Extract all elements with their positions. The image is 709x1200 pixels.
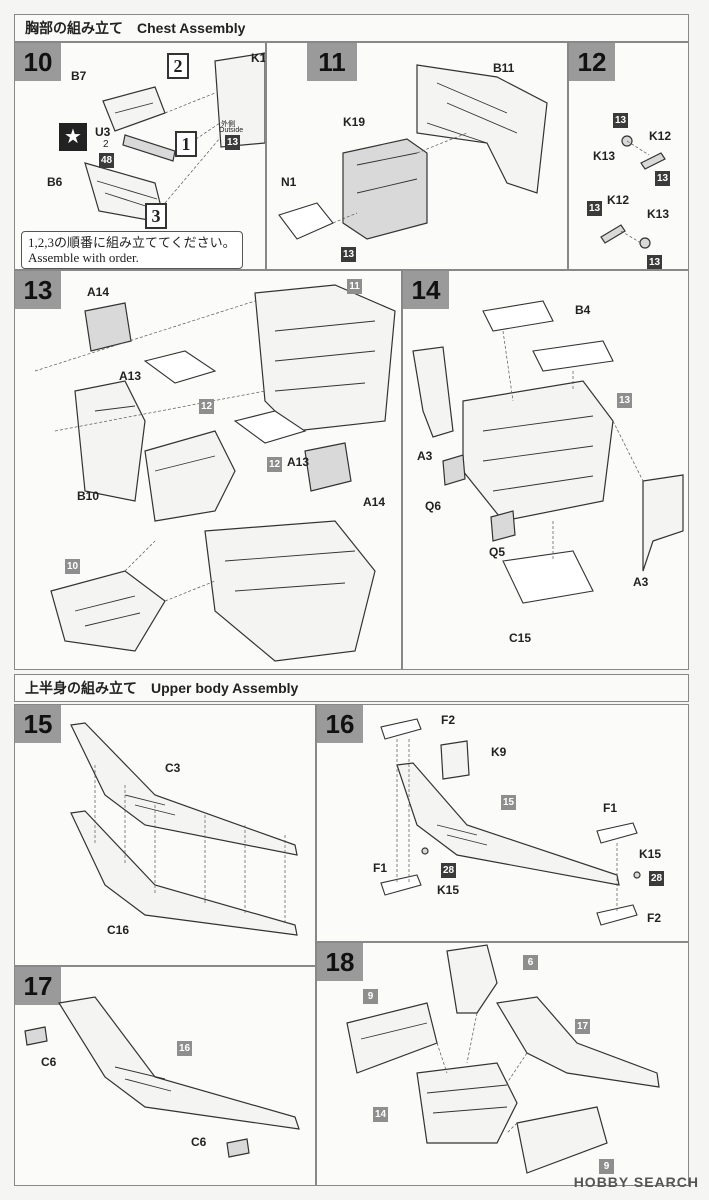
step-17-diagram	[24, 996, 300, 1158]
step-12-diagram	[600, 135, 666, 249]
step-number: 17	[15, 967, 61, 1005]
ref-15: 15	[501, 795, 516, 810]
ref-9: 9	[363, 989, 378, 1004]
part-label: A13	[119, 369, 142, 383]
part-label: K15	[437, 883, 460, 897]
ref-6: 6	[523, 955, 538, 970]
ref-11: 11	[347, 279, 362, 294]
part-label: F2	[441, 713, 456, 727]
assembly-note: 1,2,3の順番に組み立ててください。 Assemble with order.	[21, 231, 243, 269]
part-label: Q5	[489, 545, 506, 559]
ref-14: 14	[373, 1107, 388, 1122]
step-number: 16	[317, 705, 363, 743]
part-label: K12	[607, 193, 630, 207]
step-15-panel: 15 C3 C16	[14, 704, 316, 966]
part-label: Q6	[425, 499, 442, 513]
step-17-panel: 17 C6 16 C6	[14, 966, 316, 1186]
note-jp: 1,2,3の順番に組み立ててください。	[28, 235, 236, 250]
ref-9: 9	[599, 1159, 614, 1174]
part-label: K9	[491, 745, 507, 759]
paint-ref: 48	[99, 153, 114, 168]
part-label: F1	[373, 861, 388, 875]
step-number: 14	[403, 271, 449, 309]
step-number: 10	[15, 43, 61, 81]
section-header-upper: 上半身の組み立て Upper body Assembly	[14, 674, 689, 702]
ref-12: 12	[199, 399, 214, 414]
ref-13: 13	[655, 171, 670, 186]
step-16-diagram	[380, 718, 641, 926]
part-label: K19	[343, 115, 366, 129]
step-number: 11	[307, 43, 357, 81]
part-label: F1	[603, 801, 618, 815]
part-label: C6	[41, 1055, 57, 1069]
ref-16: 16	[177, 1041, 192, 1056]
part-label: A3	[417, 449, 433, 463]
step-18-diagram	[346, 944, 660, 1174]
part-label: C15	[509, 631, 532, 645]
part-label: K13	[593, 149, 616, 163]
part-label: C6	[191, 1135, 207, 1149]
ref-13: 13	[341, 247, 356, 262]
ref-13: 13	[647, 255, 662, 269]
part-label: A3	[633, 575, 649, 589]
step-14-diagram	[412, 300, 684, 604]
ref-12: 12	[267, 457, 282, 472]
step-number: 13	[15, 271, 61, 309]
part-label: B10	[77, 489, 100, 503]
step-number: 15	[15, 705, 61, 743]
step-13-diagram	[34, 284, 396, 662]
ref-13: 13	[613, 113, 628, 128]
step-11-diagram	[278, 64, 548, 240]
circled-number: 2	[103, 139, 109, 150]
step-11-panel: 11 B11 K19 N1 13	[266, 42, 568, 270]
part-label: A14	[363, 495, 386, 509]
ref-10: 10	[65, 559, 80, 574]
ref-13: 13	[225, 135, 240, 150]
step-13-panel: 13 A14 11 A13 12 12 A13 A14 B10 10	[14, 270, 402, 670]
star-icon: ★	[59, 123, 87, 151]
part-label: K15	[639, 847, 662, 861]
ref-13: 13	[587, 201, 602, 216]
order-2: 2	[167, 53, 189, 79]
watermark: HOBBY SEARCH	[573, 1174, 699, 1190]
step-number: 12	[569, 43, 615, 81]
part-label: B7	[71, 69, 87, 83]
step-15-diagram	[70, 722, 298, 936]
order-1: 1	[175, 131, 197, 157]
step-18-panel: 18 6 9 17 14 9	[316, 942, 689, 1186]
part-label: C3	[165, 761, 181, 775]
paint-ref: 28	[441, 863, 456, 878]
order-3: 3	[145, 203, 167, 229]
ref-17: 17	[575, 1019, 590, 1034]
ref-13: 13	[617, 393, 632, 408]
part-label: K13	[647, 207, 670, 221]
section-header-chest: 胸部の組み立て Chest Assembly	[14, 14, 689, 42]
part-label: C16	[107, 923, 130, 937]
outside-jp-label: 外側	[221, 121, 235, 128]
paint-ref: 28	[649, 871, 664, 886]
outside-en-label: Outside	[219, 127, 244, 134]
step-16-panel: 16 F2 K9 15 F1 F1 28 K15 K15 28 F2	[316, 704, 689, 942]
part-label: K18	[251, 51, 266, 65]
part-label: F2	[647, 911, 662, 925]
step-number: 18	[317, 943, 363, 981]
step-14-panel: 14 B4 13 A3 Q6 Q5 C15 A3	[402, 270, 689, 670]
part-label: B4	[575, 303, 591, 317]
note-en: Assemble with order.	[28, 250, 139, 265]
part-label: U3	[95, 125, 111, 139]
part-label: N1	[281, 175, 297, 189]
part-label: B6	[47, 175, 63, 189]
part-label: B11	[493, 61, 515, 75]
part-label: A14	[87, 285, 110, 299]
part-label: K12	[649, 129, 672, 143]
step-12-panel: 12 13 K12 K13 13 13 K12 K13 13	[568, 42, 689, 270]
part-label: A13	[287, 455, 310, 469]
step-10-panel: 10 B7 K18 U3 B6 ★ 2 48 2 1 3 外側 外側 Outsi…	[14, 42, 266, 270]
